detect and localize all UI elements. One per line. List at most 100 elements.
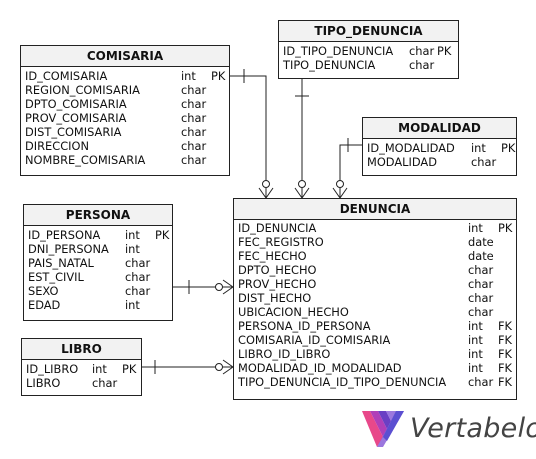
table-row: FEC_HECHO date [238,249,512,263]
column-name: DPTO_HECHO [238,263,317,277]
column-type: char [181,97,207,111]
column-type: int [92,362,107,376]
column-name: PAIS_NATAL [28,256,94,270]
table-row: DIST_COMISARIA char [25,125,225,139]
entity-title: MODALIDAD [363,118,516,139]
column-type: char [409,44,435,58]
column-name: EDAD [28,298,61,312]
column-name: ID_TIPO_DENUNCIA [283,44,394,58]
vertabelo-logo-text: Vertabelo [410,413,536,444]
column-type: date [468,249,494,263]
table-row: DPTO_HECHO char [238,263,512,277]
table-row: MODALIDAD char [367,155,512,169]
column-type: date [468,235,494,249]
column-name: ID_PERSONA [28,228,101,242]
column-type: char [92,376,118,390]
column-name: PROV_HECHO [238,277,317,291]
column-type: int [468,347,483,361]
table-row: DIRECCION char [25,139,225,153]
column-type: int [468,319,483,333]
column-name: FEC_REGISTRO [238,235,324,249]
vertabelo-logo: Vertabelo [360,407,536,451]
column-type: char [125,270,151,284]
column-name: TIPO_DENUNCIA_ID_TIPO_DENUNCIA [238,375,447,389]
column-key: PK [498,221,513,235]
column-type: char [468,263,494,277]
column-type: int [181,69,196,83]
table-row: TIPO_DENUNCIA char [283,58,454,72]
column-type: int [471,141,486,155]
table-row: DNI_PERSONA int [28,242,168,256]
column-name: UBICACION_HECHO [238,305,349,319]
column-name: FEC_HECHO [238,249,307,263]
column-type: char [468,375,494,389]
column-key: FK [498,375,513,389]
column-name: SEXO [28,284,59,298]
column-name: DNI_PERSONA [28,242,109,256]
column-name: DIST_COMISARIA [25,125,122,139]
column-type: char [409,58,435,72]
table-row: NOMBRE_COMISARIA char [25,153,225,167]
column-key: PK [122,362,137,376]
column-key: PK [211,69,226,83]
column-name: LIBRO [26,376,61,390]
column-type: char [468,305,494,319]
column-type: char [181,111,207,125]
column-name: MODALIDAD_ID_MODALIDAD [238,361,402,375]
column-key: FK [498,319,513,333]
column-type: char [125,284,151,298]
table-row: DPTO_COMISARIA char [25,97,225,111]
column-key: FK [498,361,513,375]
table-row: PERSONA_ID_PERSONA int FK [238,319,512,333]
column-name: ID_COMISARIA [25,69,108,83]
column-type: char [181,153,207,167]
column-key: FK [498,333,513,347]
column-type: int [125,298,140,312]
rel-comisaria-denuncia [230,75,267,198]
column-name: MODALIDAD [367,155,437,169]
column-type: int [125,228,140,242]
table-row: ID_PERSONA int PK [28,228,170,242]
column-name: DPTO_COMISARIA [25,97,127,111]
column-type: char [125,256,151,270]
column-key: FK [498,347,513,361]
entity-title: TIPO_DENUNCIA [279,21,458,42]
column-key: PK [437,44,452,58]
column-type: char [471,155,497,169]
column-type: int [468,221,483,235]
column-name: ID_MODALIDAD [367,141,455,155]
column-type: char [181,139,207,153]
column-type: char [181,83,207,97]
column-name: PERSONA_ID_PERSONA [238,319,371,333]
column-type: int [125,242,140,256]
entity-title: DENUNCIA [234,199,516,220]
column-key: PK [155,228,170,242]
column-name: TIPO_DENUNCIA [283,58,376,72]
column-type: char [181,125,207,139]
column-name: NOMBRE_COMISARIA [25,153,146,167]
column-name: DIRECCION [25,139,89,153]
table-row: LIBRO char [26,376,137,390]
table-row: SEXO char [28,284,168,298]
table-row: TIPO_DENUNCIA_ID_TIPO_DENUNCIA char FK [238,375,512,389]
table-row: PAIS_NATAL char [28,256,168,270]
entity-title: LIBRO [22,339,141,360]
